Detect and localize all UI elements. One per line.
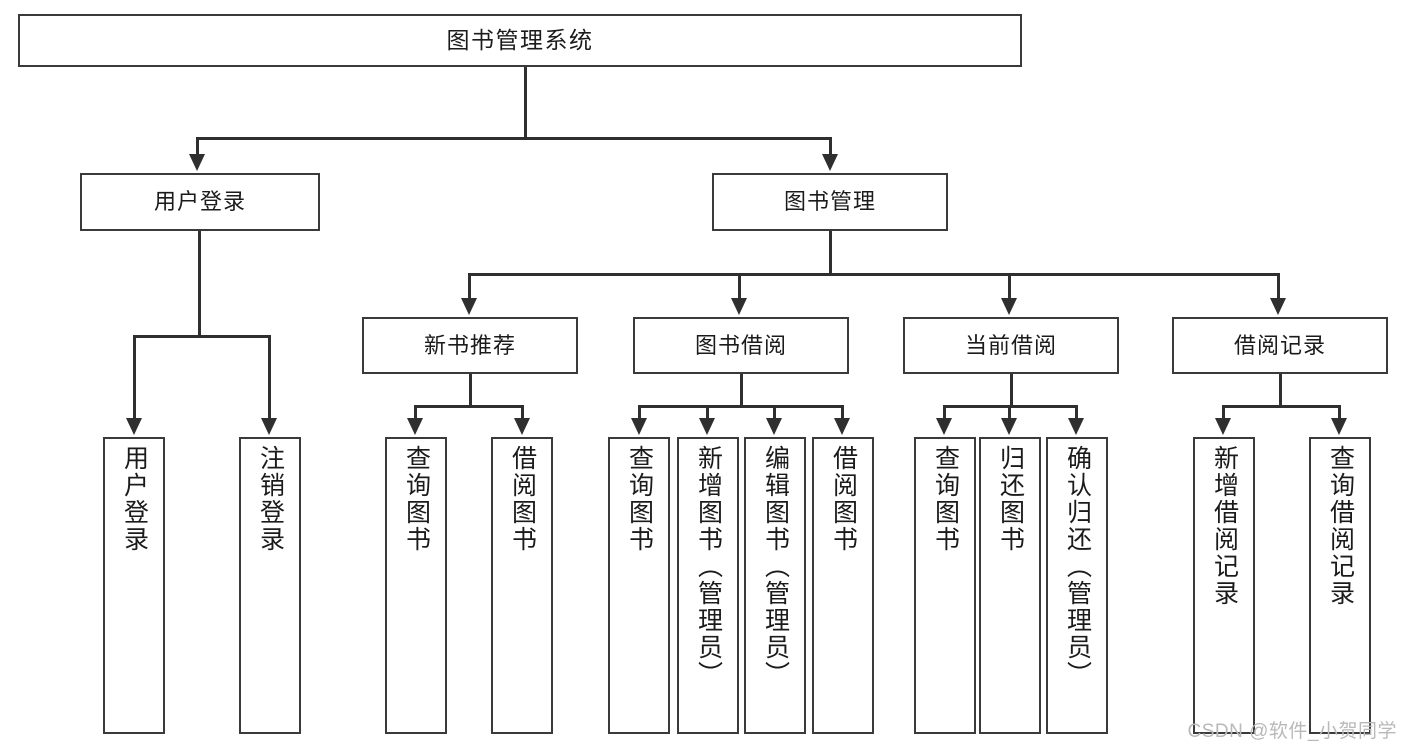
edge-user-login-stem [198,231,201,337]
node-label: 当前借阅 [964,332,1057,358]
arrow-book-borrow-child-4 [834,418,850,435]
node-label: 新增借阅记录 [1210,445,1239,607]
edge-book-management-child-1 [468,273,471,299]
node-book-borrow[interactable]: 图书借阅 [633,317,849,374]
edge-new-book-recommend-bus [414,405,524,408]
arrow-borrow-record-child-2 [1331,418,1347,435]
edge-book-borrow-bus [638,405,844,408]
edge-book-borrow-child-1 [638,405,641,419]
edge-book-management-bus [468,273,1280,276]
leaf-search-book-recommend[interactable]: 查询图书 [385,437,447,734]
arrow-root-to-book-management [822,154,838,171]
node-label: 查询图书 [625,445,654,553]
edge-borrow-record-bus [1222,405,1340,408]
edge-user-login-child-1 [133,335,136,419]
edge-current-borrow-child-3 [1075,405,1078,419]
edge-borrow-record-child-1 [1222,405,1225,419]
node-label: 归还图书 [996,445,1025,553]
arrow-current-borrow-child-1 [936,418,952,435]
edge-new-book-recommend-child-2 [521,405,524,419]
arrow-book-management-child-2 [731,298,747,315]
node-label: 图书管理 [783,189,876,215]
edge-current-borrow-stem [1010,374,1013,407]
node-label: 编辑图书（管理员） [761,445,790,688]
node-label: 新增图书（管理员） [694,445,723,688]
node-label: 借阅图书 [829,445,858,553]
arrow-book-borrow-child-2 [699,418,715,435]
edge-borrow-record-child-2 [1338,405,1341,419]
arrow-book-management-child-4 [1270,298,1286,315]
leaf-user-login[interactable]: 用户登录 [103,437,165,734]
leaf-borrow-book-recommend[interactable]: 借阅图书 [491,437,553,734]
csdn-watermark: CSDN @软件_小贺同学 [1187,721,1397,742]
edge-user-login-child-2 [268,335,271,419]
arrow-current-borrow-child-2 [1001,418,1017,435]
edge-book-management-child-3 [1008,273,1011,299]
node-label: 用户登录 [153,189,246,215]
node-label: 图书借阅 [694,332,787,358]
node-book-management-system[interactable]: 图书管理系统 [18,14,1022,67]
edge-root-to-user-login [196,137,199,155]
node-new-book-recommend[interactable]: 新书推荐 [362,317,578,374]
node-label: 查询借阅记录 [1326,445,1355,607]
edge-root-stem [524,67,527,139]
arrow-user-login-child-2 [261,418,277,435]
node-label: 借阅图书 [508,445,537,553]
node-label: 新书推荐 [423,332,516,358]
node-borrow-record[interactable]: 借阅记录 [1172,317,1388,374]
arrow-book-borrow-child-1 [631,418,647,435]
arrow-user-login-child-1 [126,418,142,435]
node-current-borrow[interactable]: 当前借阅 [903,317,1119,374]
edge-book-management-child-2 [738,273,741,299]
arrow-new-book-recommend-child-1 [407,418,423,435]
arrow-borrow-record-child-1 [1215,418,1231,435]
edge-current-borrow-child-1 [943,405,946,419]
edge-book-management-child-4 [1277,273,1280,299]
leaf-add-borrow-record[interactable]: 新增借阅记录 [1193,437,1255,734]
node-label: 确认归还（管理员） [1063,445,1092,688]
node-label: 借阅记录 [1233,332,1326,358]
leaf-return-book[interactable]: 归还图书 [979,437,1041,734]
node-label: 用户登录 [120,445,149,553]
node-user-login[interactable]: 用户登录 [80,173,320,231]
leaf-borrow-book[interactable]: 借阅图书 [812,437,874,734]
node-label: 查询图书 [931,445,960,553]
arrow-root-to-user-login [189,154,205,171]
node-label: 注销登录 [256,445,285,553]
leaf-edit-book-admin[interactable]: 编辑图书（管理员） [744,437,806,734]
leaf-logout[interactable]: 注销登录 [239,437,301,734]
arrow-book-management-child-3 [1001,298,1017,315]
node-book-management[interactable]: 图书管理 [712,173,948,231]
edge-new-book-recommend-stem [469,374,472,407]
arrow-book-management-child-1 [461,298,477,315]
edge-user-login-bus [133,335,271,338]
leaf-confirm-return-admin[interactable]: 确认归还（管理员） [1046,437,1108,734]
leaf-search-borrow-record[interactable]: 查询借阅记录 [1309,437,1371,734]
edge-current-borrow-child-2 [1008,405,1011,419]
node-label: 图书管理系统 [446,27,594,54]
edge-root-bus [196,137,832,140]
leaf-add-book-admin[interactable]: 新增图书（管理员） [677,437,739,734]
arrow-new-book-recommend-child-2 [514,418,530,435]
edge-book-borrow-child-2 [706,405,709,419]
edge-book-borrow-stem [740,374,743,407]
leaf-search-book-borrow[interactable]: 查询图书 [608,437,670,734]
edge-book-borrow-child-3 [773,405,776,419]
edge-root-to-book-management [829,137,832,155]
edge-book-management-stem [829,231,832,275]
arrow-current-borrow-child-3 [1068,418,1084,435]
leaf-search-book-current[interactable]: 查询图书 [914,437,976,734]
node-label: 查询图书 [402,445,431,553]
arrow-book-borrow-child-3 [766,418,782,435]
edge-borrow-record-stem [1279,374,1282,407]
edge-new-book-recommend-child-1 [414,405,417,419]
edge-book-borrow-child-4 [841,405,844,419]
